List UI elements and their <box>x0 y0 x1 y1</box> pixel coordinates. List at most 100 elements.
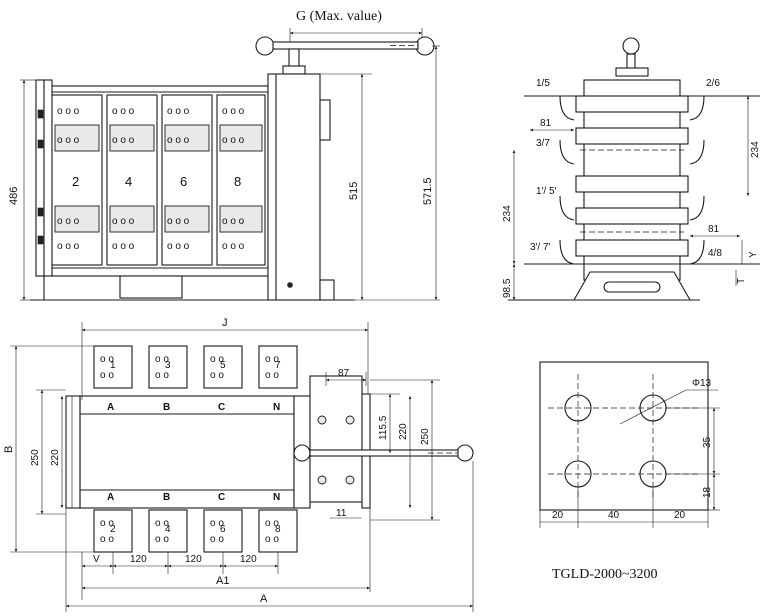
clip <box>37 139 44 149</box>
svg-text:o o o: o o o <box>167 106 190 117</box>
dia-13: Φ13 <box>692 378 712 389</box>
terminal-pad <box>539 361 709 511</box>
phase-letter-top: C <box>218 402 225 413</box>
model-caption: TGLD-2000~3200 <box>552 567 658 582</box>
svg-text:o o: o o <box>210 534 224 545</box>
svg-text:o o: o o <box>265 370 279 381</box>
terminal-number: 3 <box>165 360 171 371</box>
svg-text:o o o: o o o <box>57 106 80 117</box>
terminal-bottom: o o o o 6 <box>203 509 243 553</box>
handle-knob-left <box>255 36 275 56</box>
end-tier <box>575 175 689 193</box>
handle-knob-right <box>415 36 435 56</box>
dim-1155: 115.5 <box>378 415 389 440</box>
mech-part <box>345 475 355 485</box>
dim-120: 120 <box>240 554 257 565</box>
bolt-hole <box>564 460 592 488</box>
clip <box>37 109 44 119</box>
svg-text:o o o: o o o <box>112 106 135 117</box>
svg-text:o o: o o <box>210 370 224 381</box>
housing-screw <box>287 282 293 288</box>
svg-text:o o o: o o o <box>112 135 135 146</box>
terminal-bottom: o o o o 8 <box>258 509 298 553</box>
top-view: J o o o o 1 o o o o 3 o o o o 5 o o o o … <box>3 317 474 612</box>
dim-40: 40 <box>608 510 620 521</box>
terminal-curve <box>559 239 575 265</box>
phase-panel: o o o o o o o o o o o o 4 <box>106 94 158 266</box>
clip <box>37 235 44 245</box>
dim-250-right: 250 <box>420 428 431 445</box>
terminal-number: 2 <box>110 524 116 535</box>
dim-220-left: 220 <box>50 449 61 466</box>
terminal-number: 5 <box>220 360 226 371</box>
terminal-bottom: o o o o 2 <box>93 509 133 553</box>
phase-letter-bottom: C <box>218 492 225 503</box>
svg-text:o o o: o o o <box>167 241 190 252</box>
dim-v: V <box>93 554 100 565</box>
terminal-top: o o o o 3 <box>148 345 188 389</box>
dim-486: 486 <box>8 187 20 205</box>
terminal-curve <box>689 239 705 265</box>
svg-text:o o o: o o o <box>222 216 245 227</box>
svg-text:o o o: o o o <box>112 216 135 227</box>
top-mechanism <box>309 375 363 503</box>
svg-text:o o o: o o o <box>167 216 190 227</box>
mech-part <box>317 415 327 425</box>
svg-text:o o: o o <box>265 354 279 365</box>
terminal-curve <box>559 95 575 121</box>
phase-letter-bottom: N <box>273 492 280 503</box>
svg-text:o o o: o o o <box>57 216 80 227</box>
phase-panel: o o o o o o o o o o o o 6 <box>161 94 213 266</box>
dim-11: 11 <box>336 508 347 519</box>
terminal-curve <box>689 139 705 165</box>
side-post-left-inner <box>43 79 53 277</box>
svg-text:o o: o o <box>100 518 114 529</box>
svg-text:o o: o o <box>100 534 114 545</box>
svg-text:o o: o o <box>210 354 224 365</box>
dim-515: 515 <box>348 182 360 200</box>
dim-220-right: 220 <box>398 423 409 440</box>
dim-a1: A1 <box>216 575 229 587</box>
svg-text:o o o: o o o <box>57 135 80 146</box>
dim-20-right: 20 <box>674 510 686 521</box>
terminal-top: o o o o 5 <box>203 345 243 389</box>
dim-a: A <box>260 593 268 605</box>
svg-text:o o: o o <box>210 518 224 529</box>
end-tier <box>575 239 689 257</box>
handle-hub <box>282 65 306 75</box>
phase-letter-bottom: B <box>163 492 170 503</box>
dim-b: B <box>3 446 15 453</box>
dim-t: T <box>736 278 747 284</box>
svg-text:o o: o o <box>265 534 279 545</box>
dim-234-right: 234 <box>750 141 760 158</box>
end-handle-hub <box>615 67 649 77</box>
svg-text:o o: o o <box>155 518 169 529</box>
svg-text:o o o: o o o <box>222 106 245 117</box>
phase-letter-top: N <box>273 402 280 413</box>
terminal-number: 7 <box>275 360 281 371</box>
dim-120: 120 <box>185 554 202 565</box>
end-tier <box>575 127 689 145</box>
phase-letter-bottom: A <box>107 492 114 503</box>
dim-18: 18 <box>702 486 713 498</box>
label-3-7: 3/7 <box>536 138 550 149</box>
dim-120: 120 <box>130 554 147 565</box>
terminal-number: 1 <box>110 360 116 371</box>
label-2-6: 2/6 <box>706 78 720 89</box>
phase-number: 2 <box>72 174 79 189</box>
phase-number: 8 <box>234 174 241 189</box>
g-label: G (Max. value) <box>296 9 382 24</box>
phase-panel: o o o o o o o o o o o o 8 <box>216 94 266 266</box>
phase-panel: o o o o o o o o o o o o 2 <box>51 94 103 266</box>
mechanism-housing <box>267 73 321 301</box>
svg-text:o o o: o o o <box>222 241 245 252</box>
mech-part <box>317 475 327 485</box>
top-handle-knob-left <box>293 444 311 462</box>
terminal-number: 8 <box>275 524 281 535</box>
terminal-curve <box>559 195 575 221</box>
top-handle-bar <box>309 449 459 457</box>
end-view: 1/5 2/6 3/7 1′/ 5′ 3′/ 7′ 4/8 81 81 234 … <box>502 37 760 301</box>
bolt-hole <box>639 394 667 422</box>
handle-shaft <box>288 48 300 68</box>
phase-number: 4 <box>125 174 132 189</box>
